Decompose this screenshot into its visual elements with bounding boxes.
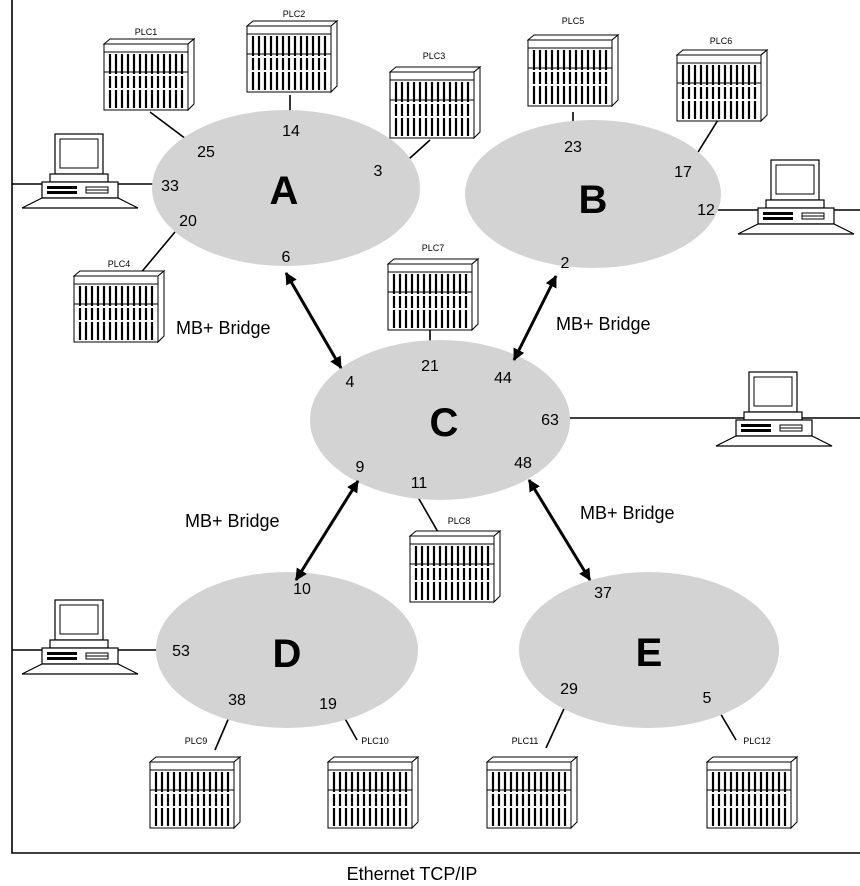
bridge-arrow-icon <box>294 480 360 581</box>
plc-rack-icon <box>386 257 480 332</box>
node-address: 17 <box>674 164 692 181</box>
network-label: D <box>273 632 302 676</box>
computer-workstation-icon <box>737 159 855 235</box>
plc-label: PLC7 <box>422 243 445 253</box>
node-address: 53 <box>172 643 190 660</box>
plc-label: PLC4 <box>108 259 131 269</box>
network-B: B 23 17 12 2 <box>465 120 721 272</box>
node-address: 4 <box>346 374 355 391</box>
plc-rack-icon <box>72 269 166 344</box>
plc-6: PLC6 <box>675 36 769 123</box>
node-address: 44 <box>494 370 512 387</box>
plc-8: PLC8 <box>408 516 502 604</box>
node-address: 14 <box>282 123 300 140</box>
plc-label: PLC6 <box>710 36 733 46</box>
plc-label: PLC5 <box>562 16 585 26</box>
network-C: C 4 21 44 63 9 11 48 <box>310 340 570 500</box>
bridge-label: MB+ Bridge <box>580 503 675 523</box>
bridge-arrows <box>284 272 592 581</box>
bridge-arrow-icon <box>512 275 558 361</box>
node-address: 5 <box>703 690 712 707</box>
ethernet-bus-line <box>11 0 860 854</box>
plc-rack-icon <box>388 65 482 140</box>
node-address: 48 <box>514 455 532 472</box>
node-address: 10 <box>293 581 311 598</box>
plc-9: PLC9 <box>148 736 242 830</box>
node-address: 37 <box>594 585 612 602</box>
bridge-label: MB+ Bridge <box>556 314 651 334</box>
computer-workstation-icon <box>715 371 833 447</box>
plc-3: PLC3 <box>388 51 482 140</box>
node-address: 11 <box>411 475 428 492</box>
plc-label: PLC1 <box>135 27 158 37</box>
computer-workstation-icon <box>21 599 139 675</box>
computer-workstation-icon <box>21 133 139 209</box>
network-E: E 37 29 5 <box>519 572 779 728</box>
node-address: 3 <box>374 163 383 180</box>
node-address: 2 <box>561 255 570 272</box>
plc-label: PLC8 <box>448 516 471 526</box>
network-label: A <box>270 169 299 213</box>
plc-12: PLC12 <box>705 736 799 830</box>
node-address: 19 <box>319 696 337 713</box>
network-A: A 25 14 3 33 20 6 <box>152 110 420 266</box>
plc-rack-icon <box>326 755 420 830</box>
node-address: 33 <box>161 178 179 195</box>
node-address: 9 <box>356 459 365 476</box>
plc-5: PLC5 <box>526 16 620 108</box>
plc-4: PLC4 <box>72 259 166 344</box>
node-address: 6 <box>282 249 291 266</box>
bridge-label: MB+ Bridge <box>176 318 271 338</box>
bridge-arrow-icon <box>284 272 343 369</box>
node-address: 21 <box>421 358 439 375</box>
network-D: D 10 53 38 19 <box>156 572 418 728</box>
plc-label: PLC10 <box>361 736 389 746</box>
plc-rack-icon <box>526 33 620 108</box>
plc-1: PLC1 <box>102 27 196 112</box>
network-label: E <box>636 631 663 675</box>
node-address: 20 <box>179 213 197 230</box>
node-address: 23 <box>564 139 582 156</box>
ethernet-label: Ethernet TCP/IP <box>347 864 478 884</box>
bridge-arrow-icon <box>527 479 592 581</box>
plc-2: PLC2 <box>245 9 339 94</box>
bridge-label: MB+ Bridge <box>185 511 280 531</box>
node-address: 25 <box>197 144 215 161</box>
node-address: 63 <box>541 412 559 429</box>
plc-label: PLC2 <box>283 9 306 19</box>
network-label: B <box>579 178 608 222</box>
plc-rack-icon <box>245 19 339 94</box>
plc-label: PLC12 <box>743 736 771 746</box>
plc-label: PLC9 <box>185 736 208 746</box>
node-address: 12 <box>697 202 715 219</box>
plc-rack-icon <box>485 755 579 830</box>
plc-11: PLC11 <box>485 736 579 830</box>
plc-label: PLC11 <box>512 736 539 746</box>
plc-label: PLC3 <box>423 51 446 61</box>
node-address: 38 <box>228 692 246 709</box>
plc-rack-icon <box>102 37 196 112</box>
plc-7: PLC7 <box>386 243 480 332</box>
node-address: 29 <box>560 681 578 698</box>
network-label: C <box>430 401 459 445</box>
plc-rack-icon <box>148 755 242 830</box>
plc-10: PLC10 <box>326 736 420 830</box>
plc-rack-icon <box>675 48 769 123</box>
plc-rack-icon <box>408 529 502 604</box>
plc-rack-icon <box>705 755 799 830</box>
